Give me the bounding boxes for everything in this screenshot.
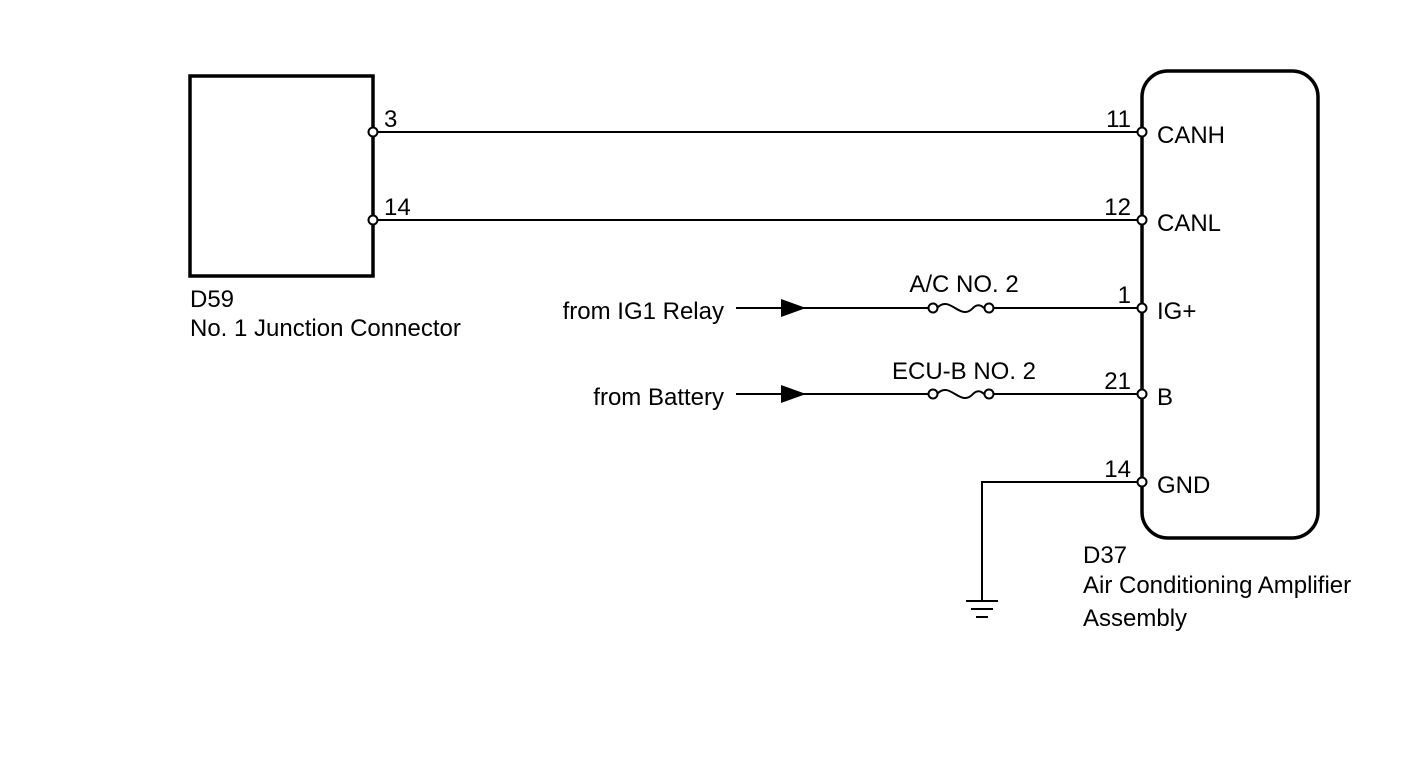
battery-source-label: from Battery	[593, 384, 724, 411]
ecub-fuse-symbol	[936, 388, 985, 400]
d37-signal-canh: CANH	[1157, 122, 1225, 149]
gnd-wire	[981, 481, 1142, 600]
d37-signal-gnd: GND	[1157, 472, 1210, 499]
d37-pin-11-number: 11	[1106, 106, 1131, 133]
d37-pin-canl-terminal	[1136, 214, 1148, 226]
ac-fuse-terminal-left	[927, 302, 939, 314]
d37-name-label-line1: Air Conditioning Amplifier	[1083, 572, 1351, 599]
ground-icon	[966, 600, 998, 618]
junction-connector-box	[188, 74, 375, 278]
d59-pin-14-terminal	[367, 214, 379, 226]
d59-pin-3-terminal	[367, 126, 379, 138]
d59-name-label: No. 1 Junction Connector	[190, 315, 461, 342]
d37-pin-gnd-terminal	[1136, 476, 1148, 488]
d37-code-label: D37	[1083, 542, 1127, 569]
d37-pin-ig-terminal	[1136, 302, 1148, 314]
d37-name-label-line2: Assembly	[1083, 605, 1187, 632]
d37-pin-12-number: 12	[1104, 194, 1131, 221]
d37-signal-canl: CANL	[1157, 210, 1221, 237]
d37-pin-b-terminal	[1136, 388, 1148, 400]
d59-code-label: D59	[190, 286, 234, 313]
d37-pin-14-number: 14	[1104, 456, 1131, 483]
ecub-no2-fuse-label: ECU-B NO. 2	[892, 358, 1036, 385]
d37-signal-b: B	[1157, 384, 1173, 411]
ecub-fuse-terminal-left	[927, 388, 939, 400]
d59-pin-14-label: 14	[384, 194, 411, 221]
ig1-relay-source-label: from IG1 Relay	[563, 298, 724, 325]
d59-pin-3-label: 3	[384, 106, 397, 133]
ac-fuse-symbol	[936, 302, 985, 314]
ecub-fuse-terminal-right	[983, 388, 995, 400]
ig1-arrow-icon	[781, 299, 806, 317]
d37-pin-21-number: 21	[1104, 368, 1131, 395]
d37-signal-ig: IG+	[1157, 298, 1196, 325]
battery-arrow-icon	[781, 385, 806, 403]
ac-no2-fuse-label: A/C NO. 2	[909, 271, 1018, 298]
d37-pin-canh-terminal	[1136, 126, 1148, 138]
d37-pin-1-number: 1	[1118, 282, 1131, 309]
ac-fuse-terminal-right	[983, 302, 995, 314]
